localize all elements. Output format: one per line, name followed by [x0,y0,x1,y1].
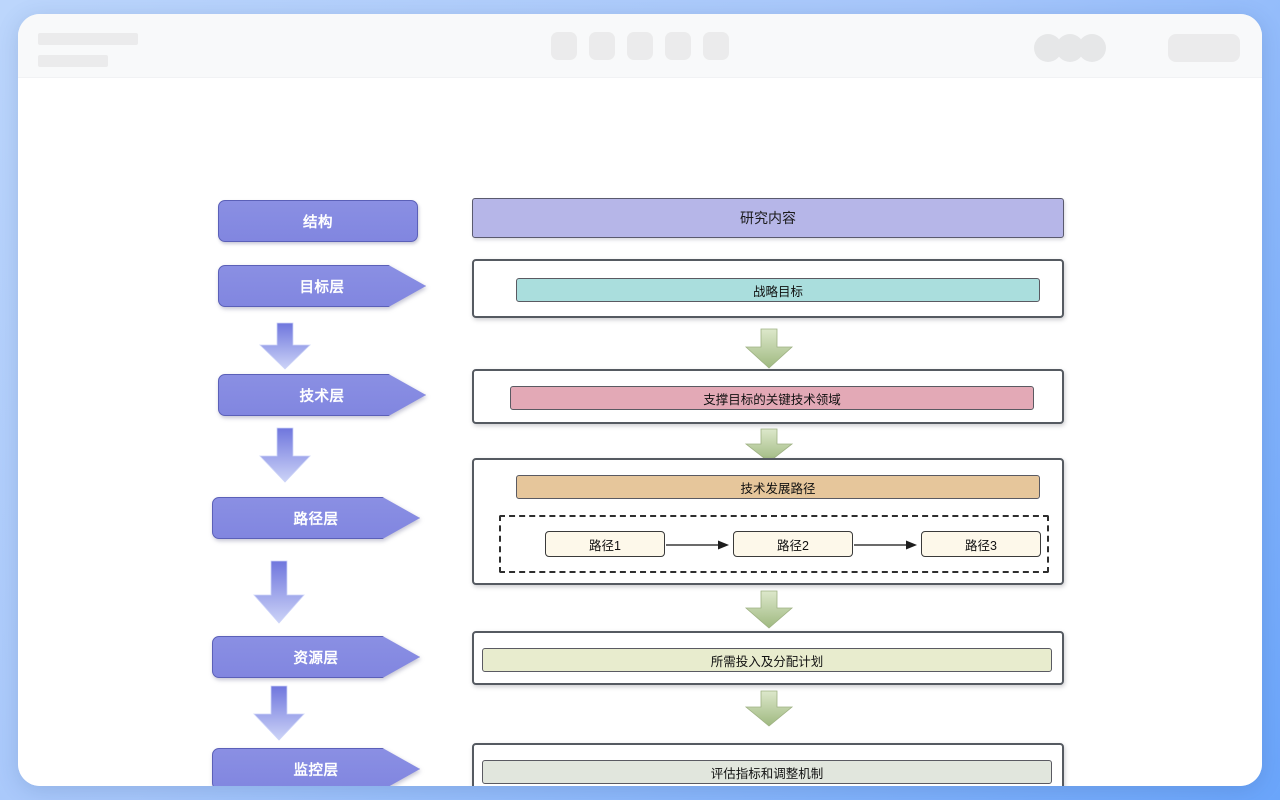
layer-chip-label: 路径层 [293,511,339,528]
layer-chip-label: 监控层 [293,762,339,779]
path-node-label: 路径2 [777,538,809,553]
action-pill-placeholder[interactable] [1168,34,1240,62]
flow-arrow-down-2 [250,426,320,484]
monitor-label: 评估指标和调整机制 [710,766,824,781]
layer-chip-resource[interactable]: 资源层 [212,636,420,678]
chip-shape [212,636,420,678]
path-inner-band: 技术发展路径 [516,475,1040,499]
titlebar-right [1034,34,1240,62]
avatar-3[interactable] [1078,34,1106,62]
layer-labels-column: 结构 目标层 技术层 [204,78,426,786]
toolbar-square-3[interactable] [627,32,653,60]
avatar-group [1034,34,1106,62]
toolbar-square-2[interactable] [589,32,615,60]
layer-chip-label: 资源层 [293,650,339,667]
path-block[interactable]: 技术发展路径 路径1 路径2 [472,458,1064,585]
resource-inner-band: 所需投入及分配计划 [482,648,1052,672]
path-node-1[interactable]: 路径1 [545,531,665,557]
path-node-label: 路径1 [589,538,621,553]
content-arrow-down-3 [734,590,804,630]
toolbar-buttons [18,32,1262,60]
flow-arrow-down-3 [244,559,314,625]
chip-shape [212,748,420,786]
resource-label: 所需投入及分配计划 [710,654,824,669]
path-node-label: 路径3 [965,538,997,553]
layer-chip-monitor[interactable]: 监控层 [212,748,420,786]
path-dashed-zone: 路径1 路径2 [499,515,1049,573]
chip-shape [218,374,426,416]
layer-chip-label: 技术层 [299,388,345,405]
content-column: 研究内容 战略目标 [472,78,1064,786]
monitor-block[interactable]: 评估指标和调整机制 [472,743,1064,786]
layer-chip-path[interactable]: 路径层 [212,497,420,539]
titlebar [18,14,1262,78]
flow-arrow-down-4 [244,684,314,742]
monitor-inner-band: 评估指标和调整机制 [482,760,1052,784]
content-arrow-down-1 [734,328,804,370]
titlebar-left-placeholders [38,33,138,67]
toolbar-square-4[interactable] [665,32,691,60]
goal-inner-band: 战略目标 [516,278,1040,302]
layer-chip-technology[interactable]: 技术层 [218,374,426,416]
diagram-canvas: 结构 目标层 技术层 [18,78,1262,786]
layer-chip-label: 目标层 [299,279,345,296]
content-header-band: 研究内容 [472,198,1064,238]
content-header-label: 研究内容 [740,210,796,226]
layer-chip-structure[interactable]: 结构 [218,200,418,242]
content-arrow-down-4 [734,690,804,728]
layer-chip-goal[interactable]: 目标层 [218,265,426,307]
path-connector-2 [854,539,918,551]
subtitle-placeholder-bar [38,55,108,67]
layer-chip-label: 结构 [303,214,333,231]
resource-block[interactable]: 所需投入及分配计划 [472,631,1064,685]
path-label: 技术发展路径 [740,481,816,496]
goal-label: 战略目标 [752,284,803,299]
goal-block[interactable]: 战略目标 [472,259,1064,318]
path-node-2[interactable]: 路径2 [733,531,853,557]
technology-block[interactable]: 支撑目标的关键技术领域 [472,369,1064,424]
chip-shape [212,497,420,539]
browser-window: 结构 目标层 技术层 [18,14,1262,786]
technology-inner-band: 支撑目标的关键技术领域 [510,386,1034,410]
toolbar-square-1[interactable] [551,32,577,60]
path-connector-1 [666,539,730,551]
toolbar-square-5[interactable] [703,32,729,60]
technology-label: 支撑目标的关键技术领域 [703,392,841,407]
path-node-3[interactable]: 路径3 [921,531,1041,557]
content-arrow-down-2 [734,428,804,464]
chip-shape [218,265,426,307]
title-placeholder-bar [38,33,138,45]
flow-arrow-down-1 [250,321,320,371]
